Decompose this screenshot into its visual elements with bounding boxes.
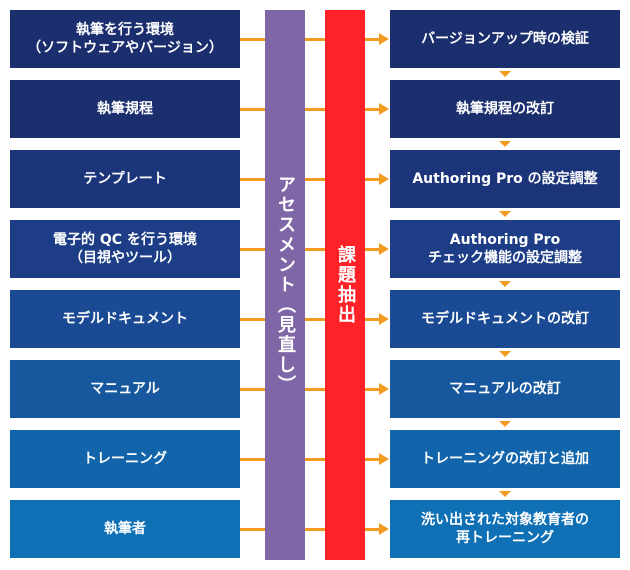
- left-box-7: トレーニング: [10, 430, 240, 488]
- arrow-down-5: [499, 351, 511, 357]
- connector-right-5: [365, 317, 380, 321]
- extraction-label: 課題抽出: [335, 245, 356, 325]
- arrow-down-6: [499, 421, 511, 427]
- arrowhead-right-7: [379, 453, 389, 465]
- arrowhead-right-2: [379, 103, 389, 115]
- connector-left-3: [240, 177, 265, 181]
- right-box-7: トレーニングの改訂と追加: [390, 430, 620, 488]
- left-box-1: 執筆を行う環境 （ソフトウェアやバージョン）: [10, 10, 240, 68]
- connector-mid-8: [305, 527, 325, 531]
- connector-mid-2: [305, 107, 325, 111]
- connector-mid-4: [305, 247, 325, 251]
- connector-mid-1: [305, 37, 325, 41]
- left-box-6: マニュアル: [10, 360, 240, 418]
- arrowhead-right-5: [379, 313, 389, 325]
- arrowhead-right-3: [379, 173, 389, 185]
- assessment-bar: アセスメント（見直し）: [265, 10, 305, 560]
- connector-left-4: [240, 247, 265, 251]
- arrowhead-right-6: [379, 383, 389, 395]
- left-box-5: モデルドキュメント: [10, 290, 240, 348]
- assessment-label: アセスメント（見直し）: [275, 175, 296, 395]
- arrow-down-3: [499, 211, 511, 217]
- connector-left-2: [240, 107, 265, 111]
- right-box-4: Authoring Pro チェック機能の設定調整: [390, 220, 620, 278]
- arrowhead-right-1: [379, 33, 389, 45]
- connector-left-8: [240, 527, 265, 531]
- right-box-8: 洗い出された対象教育者の 再トレーニング: [390, 500, 620, 558]
- right-box-1: バージョンアップ時の検証: [390, 10, 620, 68]
- right-box-5: モデルドキュメントの改訂: [390, 290, 620, 348]
- connector-right-8: [365, 527, 380, 531]
- left-box-8: 執筆者: [10, 500, 240, 558]
- connector-right-3: [365, 177, 380, 181]
- connector-right-2: [365, 107, 380, 111]
- arrowhead-right-8: [379, 523, 389, 535]
- right-box-3: Authoring Pro の設定調整: [390, 150, 620, 208]
- connector-mid-6: [305, 387, 325, 391]
- connector-left-5: [240, 317, 265, 321]
- connector-right-1: [365, 37, 380, 41]
- connector-mid-3: [305, 177, 325, 181]
- connector-right-7: [365, 457, 380, 461]
- arrowhead-right-4: [379, 243, 389, 255]
- arrow-down-7: [499, 491, 511, 497]
- connector-right-6: [365, 387, 380, 391]
- left-box-3: テンプレート: [10, 150, 240, 208]
- connector-right-4: [365, 247, 380, 251]
- left-box-2: 執筆規程: [10, 80, 240, 138]
- arrow-down-1: [499, 71, 511, 77]
- right-box-2: 執筆規程の改訂: [390, 80, 620, 138]
- connector-mid-7: [305, 457, 325, 461]
- connector-left-7: [240, 457, 265, 461]
- connector-left-1: [240, 37, 265, 41]
- connector-left-6: [240, 387, 265, 391]
- arrow-down-4: [499, 281, 511, 287]
- left-box-4: 電子的 QC を行う環境 （目視やツール）: [10, 220, 240, 278]
- connector-mid-5: [305, 317, 325, 321]
- arrow-down-2: [499, 141, 511, 147]
- extraction-bar: 課題抽出: [325, 10, 365, 560]
- right-box-6: マニュアルの改訂: [390, 360, 620, 418]
